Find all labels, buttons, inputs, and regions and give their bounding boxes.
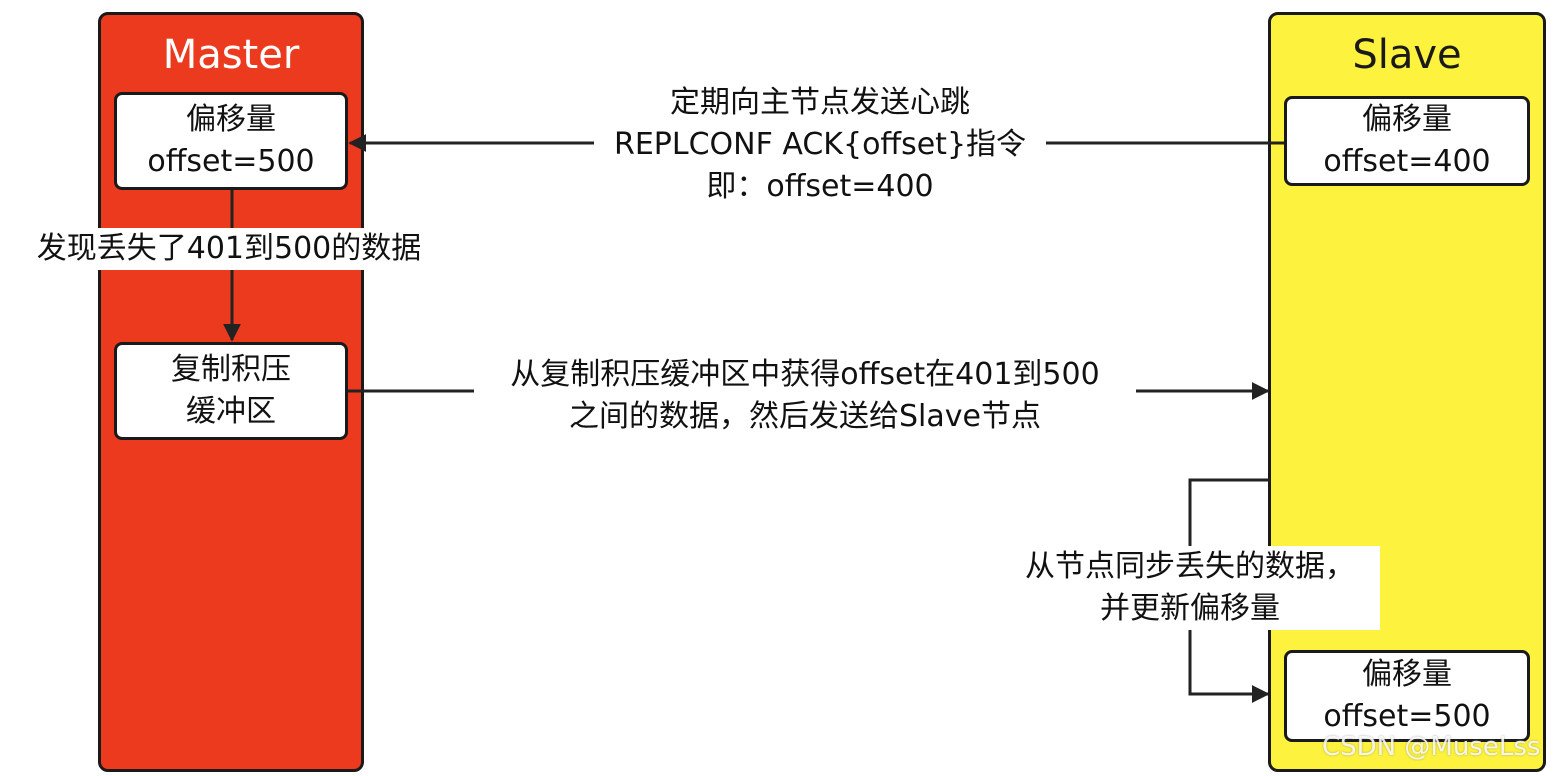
slave-offset-box-top: 偏移量 offset=400: [1284, 96, 1530, 186]
lost-data-label: 发现丢失了401到500的数据: [14, 228, 444, 270]
heartbeat-line3: 即：offset=400: [706, 169, 934, 204]
heartbeat-label: 定期向主节点发送心跳 REPLCONF ACK{offset}指令 即：offs…: [594, 82, 1046, 208]
slave-offset-bottom-title: 偏移量: [1362, 657, 1452, 692]
backlog-buffer-box: 复制积压 缓冲区: [114, 342, 348, 440]
master-title: Master: [162, 32, 300, 78]
slave-offset-bottom-value: offset=500: [1323, 699, 1491, 734]
master-offset-value: offset=500: [147, 144, 315, 179]
slave-offset-top-value: offset=400: [1323, 144, 1491, 179]
backlog-line2: 缓冲区: [186, 394, 276, 429]
sync-line1: 从节点同步丢失的数据，: [1025, 549, 1355, 584]
backlog-line1: 复制积压: [171, 352, 291, 387]
slave-offset-box-bottom: 偏移量 offset=500: [1284, 650, 1530, 742]
send-data-line2: 之间的数据，然后发送给Slave节点: [569, 399, 1041, 434]
sync-label: 从节点同步丢失的数据， 并更新偏移量: [1000, 546, 1380, 630]
slave-offset-top-title: 偏移量: [1362, 102, 1452, 137]
send-data-label: 从复制积压缓冲区中获得offset在401到500 之间的数据，然后发送给Sla…: [474, 354, 1136, 438]
lost-data-text: 发现丢失了401到500的数据: [36, 231, 422, 266]
sync-line2: 并更新偏移量: [1100, 591, 1280, 626]
master-offset-box: 偏移量 offset=500: [114, 92, 348, 190]
heartbeat-line1: 定期向主节点发送心跳: [670, 85, 970, 120]
slave-title: Slave: [1352, 32, 1462, 78]
master-offset-title: 偏移量: [186, 102, 276, 137]
watermark: CSDN @MuseLss: [1322, 732, 1541, 762]
send-data-line1: 从复制积压缓冲区中获得offset在401到500: [510, 357, 1100, 392]
heartbeat-line2: REPLCONF ACK{offset}指令: [613, 127, 1027, 162]
